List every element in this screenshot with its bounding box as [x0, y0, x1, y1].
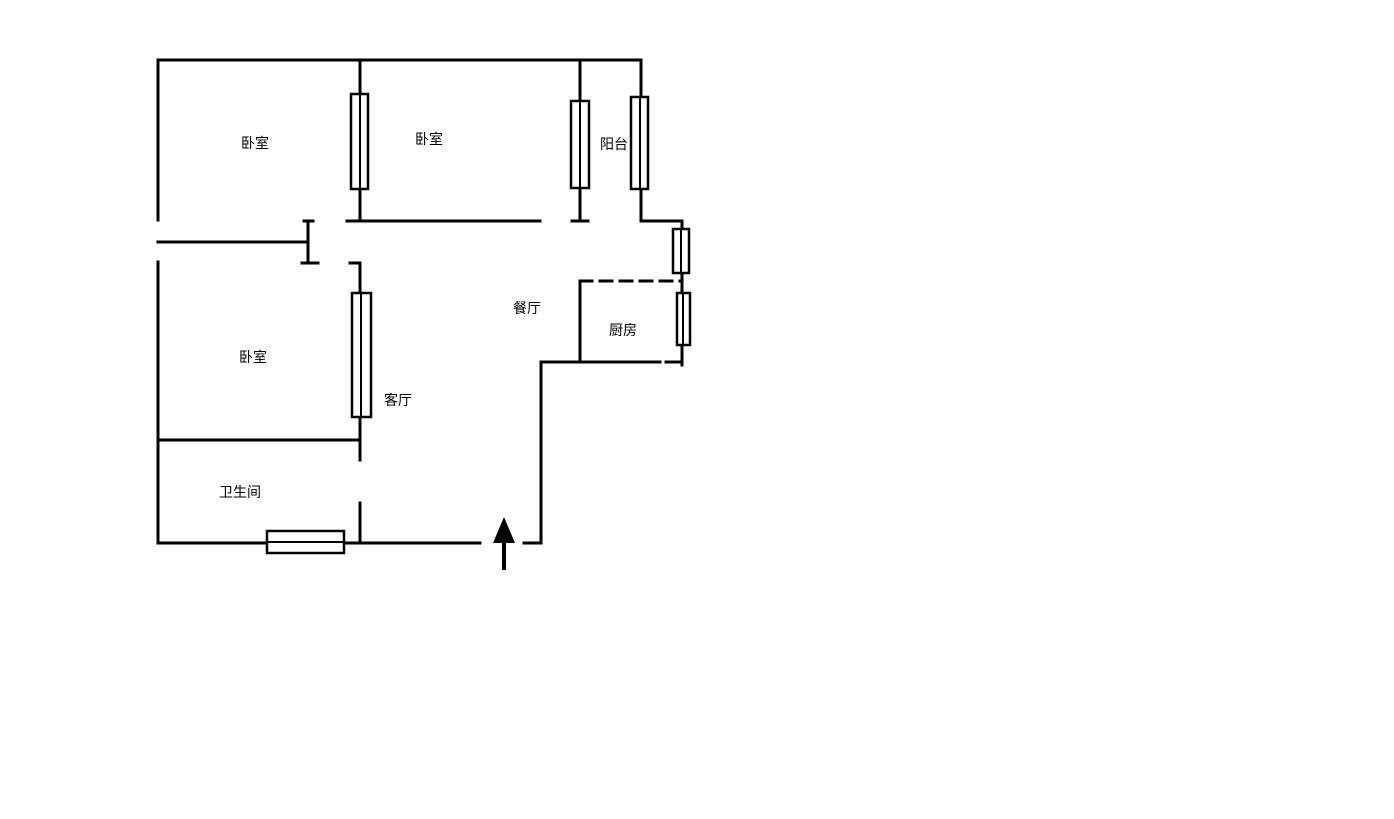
window-balcony: [629, 95, 650, 191]
room-label-balcony: 阳台: [600, 137, 628, 153]
window-bedroom2: [569, 99, 591, 190]
room-label-living: 客厅: [384, 393, 412, 409]
window-kitchen: [675, 291, 692, 347]
window-bathroom: [265, 529, 346, 555]
room-label-dining: 餐厅: [513, 301, 541, 317]
room-label-bedroom-2: 卧室: [415, 132, 443, 148]
room-label-kitchen: 厨房: [609, 323, 637, 339]
room-label-bathroom: 卫生间: [219, 485, 261, 501]
entrance-arrow-icon: [493, 517, 515, 570]
window-east-upper: [671, 227, 691, 275]
room-label-bedroom-3: 卧室: [239, 350, 267, 366]
room-label-bedroom-1: 卧室: [241, 136, 269, 152]
window-bedroom1: [349, 92, 370, 191]
window-living: [350, 291, 373, 419]
